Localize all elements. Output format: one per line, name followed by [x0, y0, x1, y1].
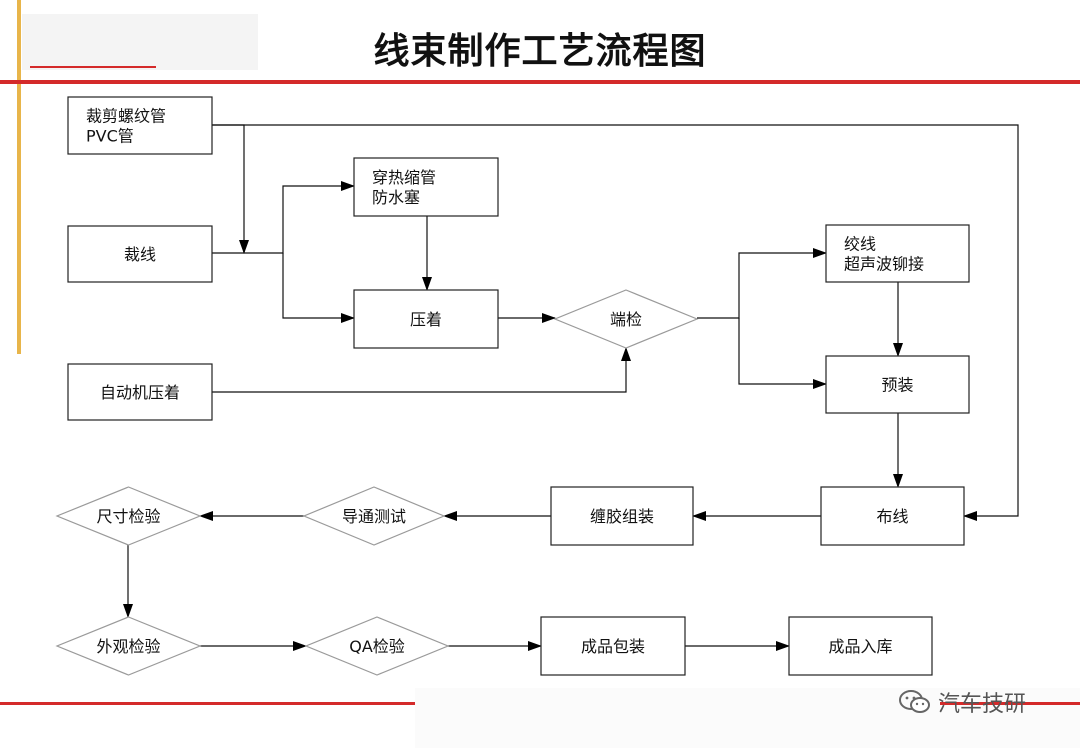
node-label: 压着	[410, 310, 442, 329]
edge-cut_tube-to-layout	[212, 124, 1019, 521]
process-box	[67, 96, 213, 155]
node-auto-crimp: 自动机压着	[67, 363, 213, 421]
page-title: 线束制作工艺流程图	[373, 30, 707, 72]
decision-diamond	[304, 616, 450, 676]
node-visual-check: 外观检验	[55, 616, 202, 676]
node-label: 自动机压着	[100, 383, 180, 402]
node-storage: 成品入库	[788, 616, 933, 676]
process-box	[540, 616, 686, 676]
process-box	[788, 616, 933, 676]
process-box	[820, 486, 965, 546]
node-label: 绞线	[844, 235, 876, 254]
decision-diamond	[55, 616, 202, 676]
node-label: 尺寸检验	[96, 507, 160, 526]
node-dimension-check: 尺寸检验	[55, 486, 202, 546]
title-underline	[30, 66, 156, 68]
process-box	[353, 157, 499, 217]
node-terminal-check: 端检	[553, 289, 699, 349]
title-divider	[0, 80, 1080, 84]
node-label: 预装	[881, 376, 913, 395]
edges	[123, 124, 1019, 651]
edge-terminal_check-to-twist_weld	[697, 248, 827, 319]
process-box	[825, 355, 970, 414]
node-label: 端检	[610, 310, 642, 329]
node-tape-assembly: 缠胶组装	[550, 486, 694, 546]
footer-shade	[415, 688, 1080, 748]
edge-terminal_check-to-pre_assembly	[738, 318, 827, 389]
wechat-icon	[899, 690, 930, 713]
node-label: 裁线	[124, 245, 156, 264]
node-label: 成品包装	[581, 637, 645, 656]
node-label: PVC管	[86, 127, 134, 146]
node-layout: 布线	[820, 486, 965, 546]
footer-divider-left	[0, 702, 415, 705]
node-label: 布线	[876, 507, 908, 526]
node-crimp: 压着	[353, 289, 499, 349]
node-label: QA检验	[349, 637, 405, 656]
footer-divider-right	[940, 702, 1080, 705]
decision-diamond	[553, 289, 699, 349]
node-label: 外观检验	[96, 637, 160, 656]
node-cut-wire: 裁线	[67, 225, 213, 283]
node-packaging: 成品包装	[540, 616, 686, 676]
node-label: 裁剪螺纹管	[86, 107, 166, 126]
process-box	[550, 486, 694, 546]
node-label: 缠胶组装	[590, 507, 654, 526]
node-label: 超声波铆接	[844, 255, 924, 274]
process-box	[353, 289, 499, 349]
node-label: 防水塞	[372, 188, 420, 207]
process-box	[67, 225, 213, 283]
left-accent-bar	[17, 0, 21, 354]
process-box	[67, 363, 213, 421]
node-pre-assembly: 预装	[825, 355, 970, 414]
node-label: 导通测试	[342, 507, 406, 526]
node-label: 穿热缩管	[372, 168, 436, 187]
decision-diamond	[55, 486, 202, 546]
watermark-text: 汽车技研	[938, 692, 1027, 717]
decision-diamond	[302, 486, 446, 546]
edge-cut_wire-to-heat_shrink	[212, 181, 355, 254]
node-qa-check: QA检验	[304, 616, 450, 676]
title-shade	[22, 14, 258, 70]
edge-cut_tube-to-cut_wire	[212, 124, 249, 254]
node-conduction-test: 导通测试	[302, 486, 446, 546]
edge-cut_wire-to-crimp	[282, 253, 355, 323]
node-label: 成品入库	[828, 637, 892, 656]
watermark: 汽车技研	[898, 684, 1026, 720]
edge-auto_crimp-to-terminal_check	[212, 347, 631, 393]
process-box	[825, 224, 970, 283]
